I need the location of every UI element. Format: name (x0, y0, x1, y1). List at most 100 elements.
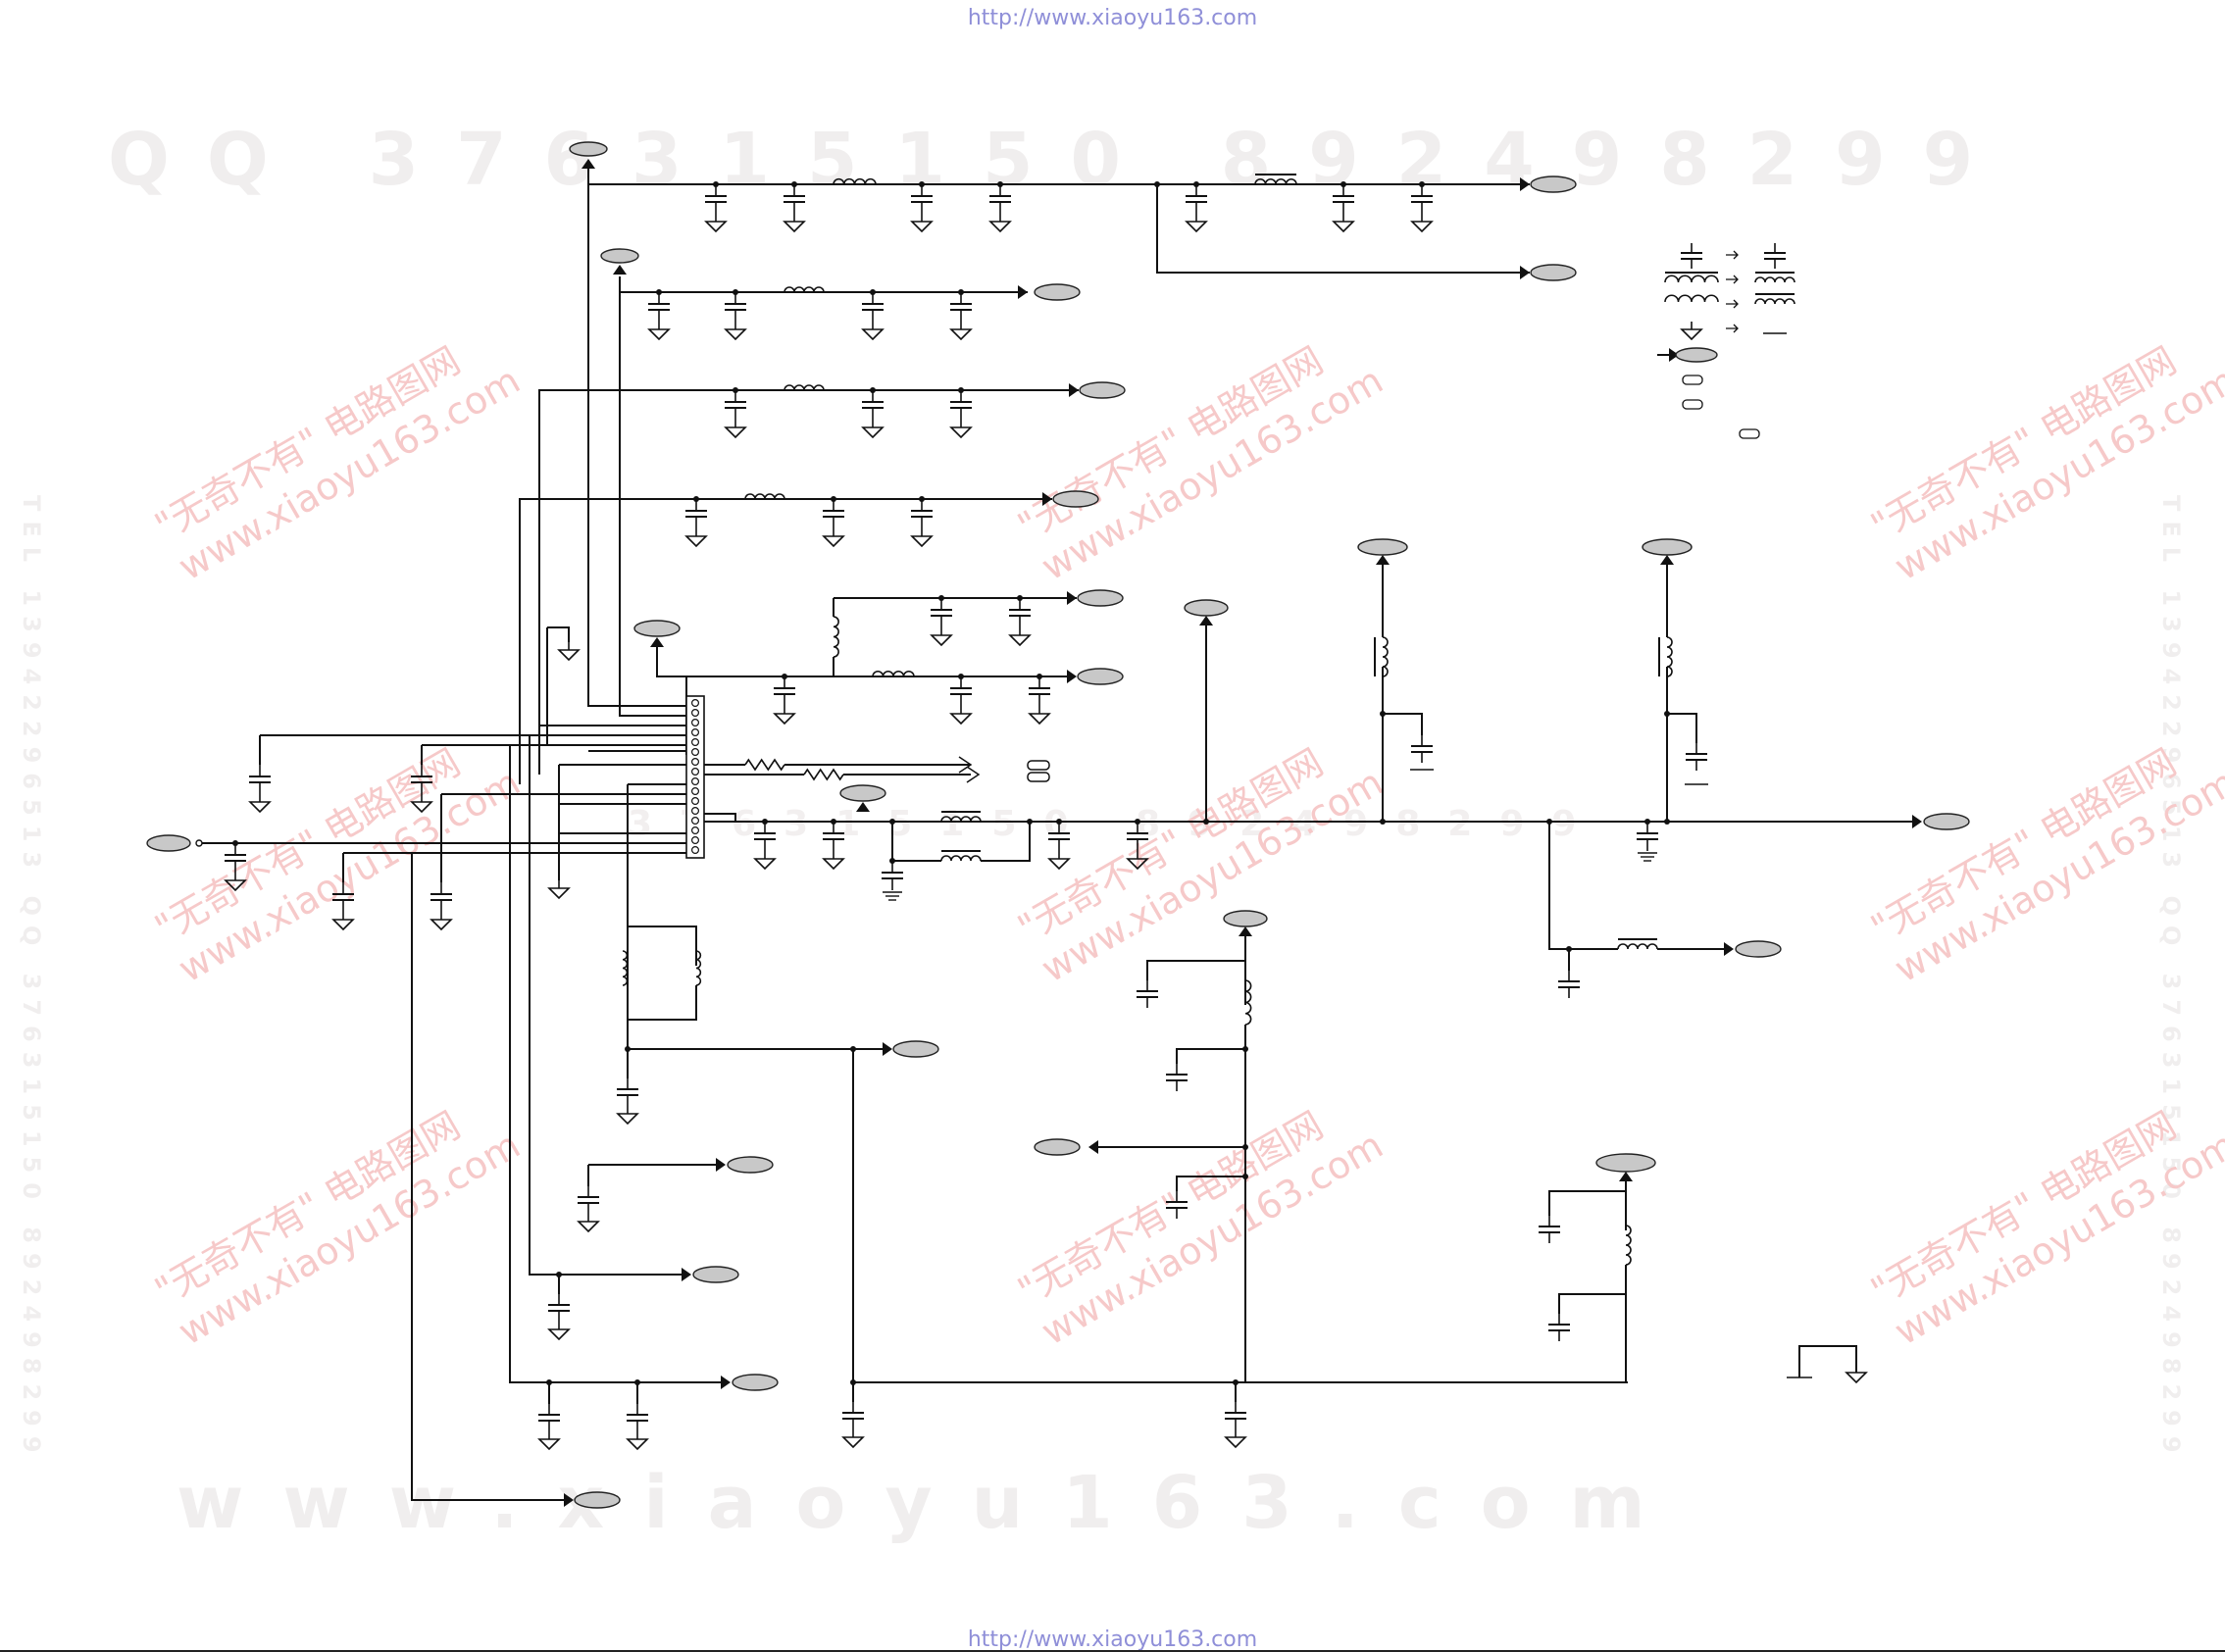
capacitor-icon (1411, 735, 1433, 763)
ground-icon (577, 1214, 600, 1233)
wires (202, 169, 1912, 1501)
capacitor-icon (1637, 822, 1658, 851)
capacitor-icon (882, 861, 903, 890)
arrow-right-icon (1067, 591, 1077, 605)
capacitor-icon (911, 184, 933, 214)
bottom-rule (0, 1650, 2225, 1652)
wire (529, 735, 677, 1276)
inductor-icon (940, 850, 982, 862)
chassis-ground-icon (1638, 852, 1657, 862)
capacitor-icon (705, 184, 727, 214)
arrow-right-icon (1520, 177, 1530, 191)
ground-icon (547, 880, 571, 900)
ground-icon (1680, 322, 1703, 341)
arrow-right-icon (564, 1493, 574, 1507)
header-url[interactable]: http://www.xiaoyu163.com (967, 6, 1258, 30)
inductor-icon (1617, 938, 1658, 950)
arrow-right-icon (1912, 815, 1922, 828)
ground-icon (724, 420, 747, 439)
arrow-right-icon (1726, 250, 1739, 260)
ground-icon (724, 322, 747, 341)
chassis-ground-icon (883, 891, 902, 901)
connector-pin (690, 786, 699, 795)
jumper-icon (1682, 375, 1703, 385)
capacitor-icon (627, 1404, 648, 1431)
junction-dot (546, 1379, 552, 1385)
net-label (1357, 538, 1408, 556)
ground-icon (1126, 851, 1149, 871)
jumper-icon (1682, 399, 1703, 410)
arrow-up-icon (1660, 555, 1674, 565)
junction-dot (1203, 819, 1209, 825)
ground-icon (1008, 627, 1032, 647)
wire (656, 647, 834, 677)
watermark-tel-left: TEL 13942296513 QQ 376315150 892498299 (18, 495, 45, 1463)
arrow-right-icon (1069, 383, 1079, 397)
footer-url[interactable]: http://www.xiaoyu163.com (967, 1627, 1258, 1652)
capacitor-icon (950, 390, 972, 420)
connector-pin (690, 776, 699, 785)
capacitor-icon (1548, 1314, 1570, 1341)
capacitor-icon (1048, 822, 1070, 851)
ground-icon (1845, 1365, 1868, 1384)
connector-block (685, 695, 705, 859)
ground-icon (822, 851, 845, 871)
net-label (600, 248, 639, 264)
inductor-icon (1254, 174, 1297, 185)
arrow-up-icon (1239, 926, 1252, 936)
capacitor-icon (1681, 243, 1702, 269)
capacitor-icon (911, 499, 933, 528)
ground-icon (783, 214, 806, 233)
ground-icon (910, 528, 934, 548)
arrow-up-icon (1376, 555, 1390, 565)
wire (1176, 1025, 1246, 1064)
capacitor-icon (648, 292, 670, 322)
capacitor-icon (823, 499, 844, 528)
ground-icon (224, 873, 247, 892)
jumper-icon (1027, 760, 1050, 771)
capacitor-icon (1127, 822, 1148, 851)
junction-dot (1233, 1379, 1239, 1385)
connector-pin (690, 806, 699, 815)
capacitor-icon (1225, 1402, 1246, 1429)
arrow-right-icon (883, 1042, 892, 1056)
ground-icon (910, 214, 934, 233)
jumper-icon (1739, 428, 1760, 439)
arrow-up-icon (1199, 616, 1213, 626)
capacitor-icon (1764, 243, 1786, 269)
junction-dot (634, 1379, 640, 1385)
net-label (1052, 490, 1099, 508)
capacitor-icon (249, 765, 271, 794)
arrow-right-icon (1042, 492, 1052, 506)
net-label (146, 834, 191, 852)
junction-dot (556, 1272, 562, 1277)
arrow-up-icon (650, 637, 664, 647)
arrow-pair-icon (958, 756, 981, 783)
capacitor-icon (1029, 676, 1050, 706)
ground-icon (1185, 214, 1208, 233)
connector-pin (690, 835, 699, 844)
capacitor-icon (225, 843, 246, 873)
inductor-icon (1244, 979, 1252, 1026)
arrow-up-icon (613, 265, 627, 275)
wire (628, 926, 697, 966)
capacitor-icon (1558, 971, 1580, 998)
inductor-icon (695, 950, 702, 986)
net-label (1675, 347, 1718, 363)
connector-pin (690, 708, 699, 717)
terminal-icon (195, 839, 203, 847)
ground-icon (537, 1431, 561, 1451)
arrow-right-icon (1726, 299, 1739, 309)
ground-icon (949, 322, 973, 341)
inductor-icon (872, 671, 915, 677)
capacitor-icon (411, 765, 432, 794)
ground-icon (861, 322, 885, 341)
capacitor-icon (332, 882, 354, 912)
net-label (1034, 283, 1081, 301)
wire (1176, 1176, 1245, 1191)
inductor-icon (1754, 293, 1795, 305)
ground-icon (753, 851, 777, 871)
watermark-qq: QQ 376315150 892498299 (108, 118, 2011, 202)
inductor-icon (784, 286, 825, 293)
